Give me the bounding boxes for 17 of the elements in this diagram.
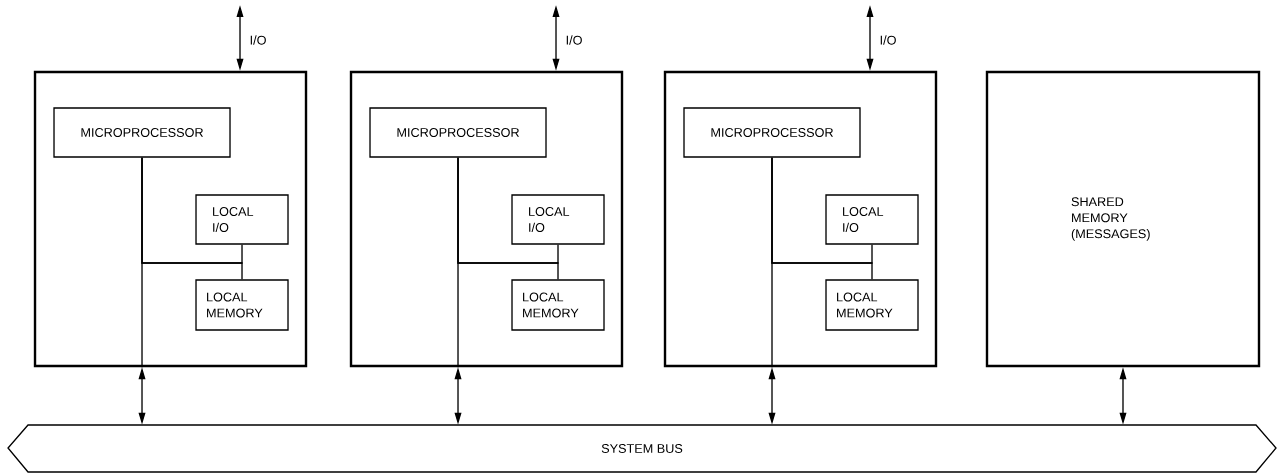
io-box: LOCAL I/O xyxy=(511,194,605,245)
connector-line xyxy=(457,157,459,368)
edge-label: I/O xyxy=(880,35,896,45)
processor-box: MICROPROCESSOR xyxy=(53,107,231,158)
system-bus: SYSTEM BUS xyxy=(7,424,1277,473)
memory-box: LOCAL MEMORY xyxy=(195,279,289,331)
io-box: LOCAL I/O xyxy=(195,194,289,245)
processor-box: MICROPROCESSOR xyxy=(683,107,861,158)
memory-box: SHARED MEMORY (MESSAGES) xyxy=(985,70,1261,368)
io-box: LOCAL I/O xyxy=(825,194,919,245)
memory-box: LOCAL MEMORY xyxy=(511,279,605,331)
processor-box: MICROPROCESSOR xyxy=(369,107,547,158)
connector-line xyxy=(771,157,773,368)
memory-box: LOCAL MEMORY xyxy=(825,279,919,331)
edge-label: I/O xyxy=(566,35,582,45)
edge-label: I/O xyxy=(250,35,266,45)
connector-line xyxy=(141,157,143,368)
